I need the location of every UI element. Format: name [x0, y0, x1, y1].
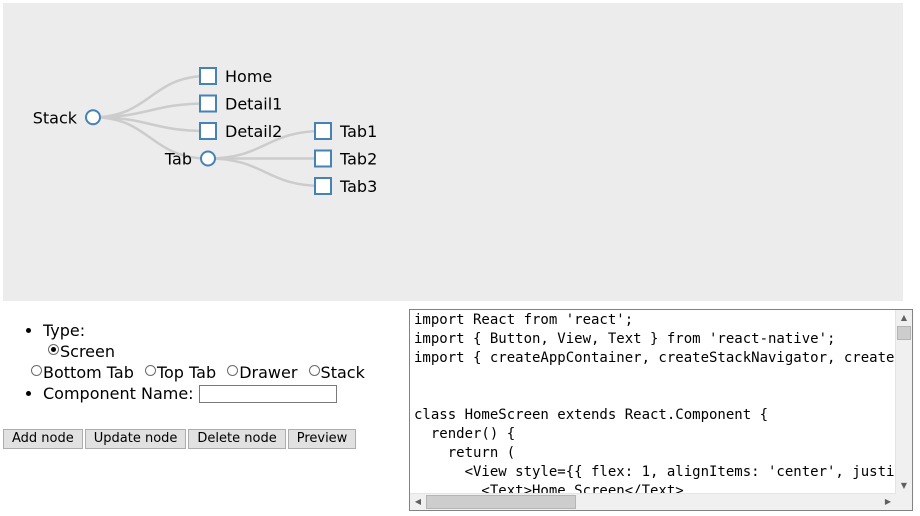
node-label[interactable]: Tab3: [339, 177, 377, 196]
code-output[interactable]: import React from 'react'; import { Butt…: [409, 309, 913, 511]
type-field: Type: Screen Bottom Tab Top Tab Drawer S…: [31, 320, 400, 383]
node-form: Type: Screen Bottom Tab Top Tab Drawer S…: [0, 320, 400, 404]
scroll-left-arrow-icon[interactable]: ◀: [414, 497, 422, 506]
vertical-scrollbar[interactable]: ▲ ▼: [895, 310, 912, 494]
radio-top-tab[interactable]: Top Tab: [144, 362, 217, 383]
radio-button[interactable]: [308, 365, 320, 376]
node-label[interactable]: Tab: [164, 150, 192, 169]
tree-link: [92, 116, 209, 160]
horizontal-scrollbar[interactable]: ◀ ▶: [410, 493, 896, 510]
navigator-node-circle-icon[interactable]: [200, 150, 216, 167]
radio-drawer[interactable]: Drawer: [227, 362, 297, 383]
screen-node-square-icon[interactable]: [314, 177, 332, 195]
radio-label: Screen: [60, 342, 116, 361]
update-node-button[interactable]: Update node: [84, 429, 187, 449]
radio-bottom-tab[interactable]: Bottom Tab: [31, 362, 134, 383]
radio-label: Stack: [320, 363, 365, 382]
radio-label: Top Tab: [156, 363, 217, 382]
tree-node-tab[interactable]: Tab: [164, 150, 216, 169]
tree-node-home[interactable]: Home: [199, 67, 272, 86]
horizontal-scroll-thumb[interactable]: [426, 495, 576, 509]
component-name-input[interactable]: [198, 385, 337, 403]
type-radio-row-1: Screen: [43, 341, 400, 362]
scroll-down-arrow-icon[interactable]: ▼: [900, 481, 908, 490]
type-label: Type:: [43, 321, 86, 340]
tree-node-detail1[interactable]: Detail1: [199, 94, 282, 114]
screen-node-square-icon[interactable]: [314, 122, 332, 140]
radio-button[interactable]: [31, 365, 42, 376]
radio-label: Drawer: [239, 363, 298, 382]
add-node-button[interactable]: Add node: [3, 429, 83, 449]
scroll-up-arrow-icon[interactable]: ▲: [900, 313, 908, 322]
radio-button[interactable]: [48, 344, 59, 355]
vertical-scroll-thumb[interactable]: [897, 326, 911, 340]
delete-node-button[interactable]: Delete node: [188, 429, 286, 449]
node-label[interactable]: Detail2: [225, 122, 282, 141]
screen-node-square-icon[interactable]: [199, 67, 217, 85]
tree-link: [207, 157, 324, 188]
node-label[interactable]: Tab1: [339, 122, 377, 141]
node-label[interactable]: Tab2: [339, 150, 377, 169]
tree-node-tab3[interactable]: Tab3: [314, 177, 377, 196]
radio-label: Bottom Tab: [43, 363, 134, 382]
navigator-node-circle-icon[interactable]: [85, 109, 101, 126]
tree-node-tab1[interactable]: Tab1: [314, 122, 377, 141]
radio-button[interactable]: [144, 365, 156, 376]
component-name-field: Component Name:: [43, 383, 400, 404]
node-label[interactable]: Detail1: [225, 95, 282, 114]
radio-button[interactable]: [227, 365, 239, 376]
screen-node-square-icon[interactable]: [199, 94, 217, 113]
screen-node-square-icon[interactable]: [314, 149, 332, 168]
screen-node-square-icon[interactable]: [199, 122, 217, 140]
tree-node-tab2[interactable]: Tab2: [314, 149, 377, 169]
radio-screen[interactable]: Screen: [48, 341, 115, 362]
node-label[interactable]: Home: [225, 67, 272, 86]
tree-node-stack[interactable]: Stack: [33, 108, 101, 127]
tree-links: [92, 74, 324, 188]
preview-button[interactable]: Preview: [287, 429, 357, 449]
code-text: import React from 'react'; import { Butt…: [414, 312, 912, 499]
node-label[interactable]: Stack: [33, 108, 78, 127]
tree-node-detail2[interactable]: Detail2: [199, 122, 282, 141]
radio-stack[interactable]: Stack: [308, 362, 365, 383]
resize-grip-icon[interactable]: [896, 494, 912, 510]
type-radio-row-2: Bottom Tab Top Tab Drawer Stack: [31, 362, 400, 383]
component-name-label: Component Name:: [43, 384, 194, 403]
scroll-right-arrow-icon[interactable]: ▶: [884, 497, 892, 506]
